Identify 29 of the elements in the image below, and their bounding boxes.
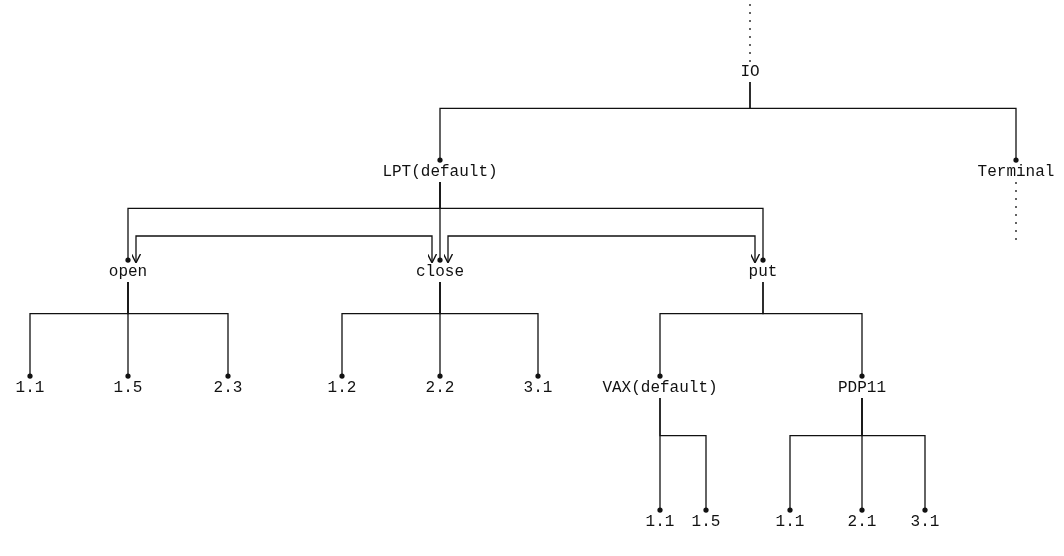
node-label: close — [414, 262, 466, 282]
dotted-line — [749, 3, 751, 63]
double-arrow — [130, 235, 438, 264]
node-label: 3.1 — [908, 512, 942, 532]
node-label: PDP11 — [836, 378, 888, 398]
node-label: LPT(default) — [380, 162, 500, 182]
node-label: 1.5 — [111, 378, 145, 398]
node-label: put — [746, 262, 780, 282]
node-label: 2.3 — [211, 378, 245, 398]
node-label: open — [106, 262, 150, 282]
node-label: 1.1 — [773, 512, 807, 532]
node-label: Terminal — [975, 162, 1057, 182]
node-label: 3.1 — [521, 378, 555, 398]
node-label: 2.2 — [423, 378, 457, 398]
tree-connector — [659, 397, 709, 513]
tree-connector — [762, 281, 865, 379]
node-label: 1.1 — [643, 512, 677, 532]
double-arrow — [442, 235, 761, 264]
tree-connector — [439, 281, 541, 379]
tree-connector — [861, 397, 928, 513]
tree-connector — [749, 81, 1019, 163]
node-label: VAX(default) — [600, 378, 720, 398]
node-label: 2.1 — [845, 512, 879, 532]
node-label: IO — [738, 62, 762, 82]
tree-connector — [127, 281, 231, 379]
node-label: 1.5 — [689, 512, 723, 532]
tree-connector — [439, 181, 766, 263]
node-label: 1.2 — [325, 378, 359, 398]
node-label: 1.1 — [13, 378, 47, 398]
